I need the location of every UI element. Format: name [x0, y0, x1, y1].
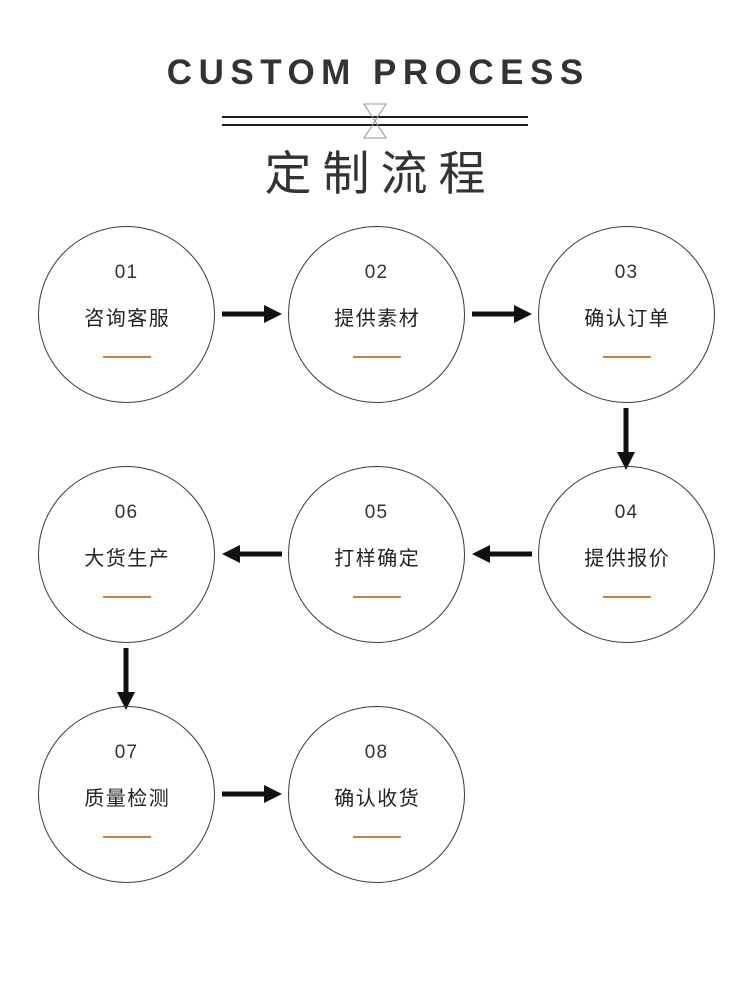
flow-step-accent-rule	[102, 596, 151, 598]
arrow-right-01-to-02	[222, 303, 282, 325]
page-title-chinese: 定制流程	[264, 147, 497, 200]
page-title-english: CUSTOM PROCESS	[166, 53, 590, 92]
flow-step-02[interactable]: 02 提供素材	[288, 226, 465, 403]
flow-step-label: 质量检测	[84, 788, 171, 810]
arrow-right-02-to-03	[472, 303, 532, 325]
flow-step-06[interactable]: 06 大货生产	[38, 466, 215, 643]
arrow-left-05-to-06	[222, 543, 282, 565]
flow-step-label: 打样确定	[334, 548, 421, 570]
flow-step-accent-rule	[352, 596, 401, 598]
title-divider	[222, 102, 528, 140]
flow-step-accent-rule	[602, 356, 651, 358]
flow-step-04[interactable]: 04 提供报价	[538, 466, 715, 643]
flow-step-03[interactable]: 03 确认订单	[538, 226, 715, 403]
page-header: CUSTOM PROCESS 定制流程	[0, 0, 750, 197]
flow-step-01[interactable]: 01 咨询客服	[38, 226, 215, 403]
divider-rule-bottom	[222, 124, 528, 126]
flow-step-number: 04	[614, 502, 639, 523]
flow-step-08[interactable]: 08 确认收货	[288, 706, 465, 883]
arrow-right-07-to-08	[222, 783, 282, 805]
flow-step-07[interactable]: 07 质量检测	[38, 706, 215, 883]
bowtie-ornament-icon	[362, 102, 388, 140]
flow-step-accent-rule	[602, 596, 651, 598]
flow-step-accent-rule	[352, 836, 401, 838]
flow-step-number: 05	[364, 502, 389, 523]
divider-rule-top	[222, 116, 528, 118]
flow-step-number: 02	[364, 262, 389, 283]
flow-step-label: 大货生产	[84, 548, 171, 570]
flow-step-number: 01	[114, 262, 139, 283]
arrow-down-03-to-04	[615, 408, 637, 470]
flow-step-accent-rule	[352, 356, 401, 358]
flow-step-label: 咨询客服	[84, 308, 171, 330]
flow-step-number: 06	[114, 502, 139, 523]
flow-step-label: 提供素材	[334, 308, 421, 330]
flow-step-accent-rule	[102, 356, 151, 358]
flow-step-number: 08	[364, 742, 389, 763]
flow-step-label: 确认订单	[584, 308, 671, 330]
arrow-left-04-to-05	[472, 543, 532, 565]
arrow-down-06-to-07	[115, 648, 137, 710]
flow-step-label: 提供报价	[584, 548, 671, 570]
flow-step-number: 03	[614, 262, 639, 283]
flow-step-accent-rule	[102, 836, 151, 838]
flow-step-number: 07	[114, 742, 139, 763]
flow-step-05[interactable]: 05 打样确定	[288, 466, 465, 643]
flow-step-label: 确认收货	[334, 788, 421, 810]
